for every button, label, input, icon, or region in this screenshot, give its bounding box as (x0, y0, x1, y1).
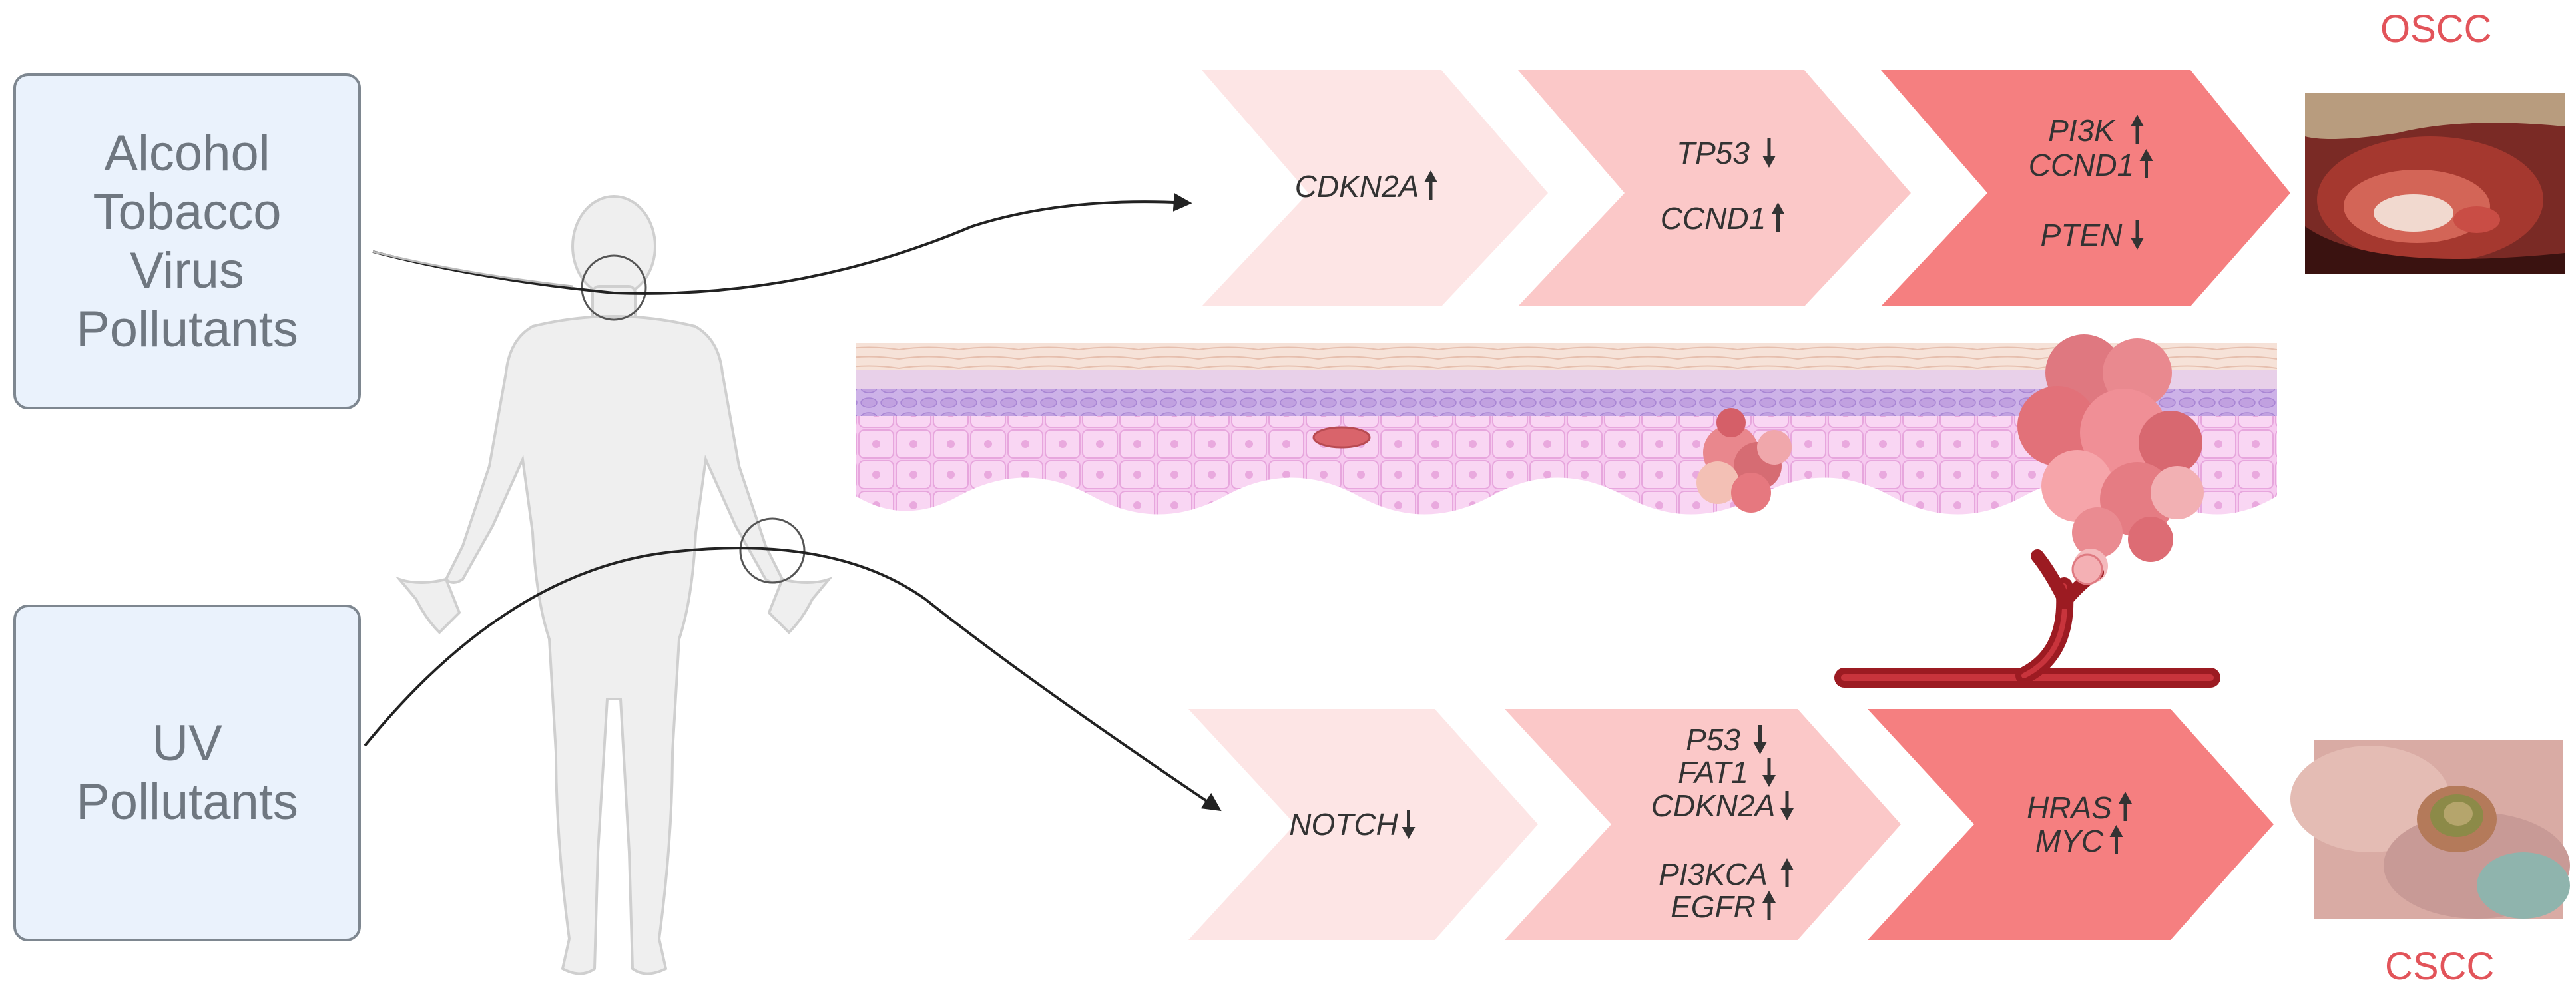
gene-label-layer: CDKN2ATP53CCND1PI3KCCND1PTENNOTCHP53FAT1… (1289, 113, 2153, 924)
cscc-label: CSCC (2385, 945, 2495, 988)
skin-stage-2-gene: FAT1 (1678, 755, 1748, 790)
risk-factor-pollutants-skin: Pollutants (76, 774, 298, 830)
down-arrow-icon (1780, 791, 1794, 820)
down-arrow-icon (2131, 220, 2144, 250)
down-arrow-icon (1762, 758, 1776, 787)
skin-stage-1-chevron (1188, 709, 1538, 940)
up-arrow-icon (2109, 825, 2123, 854)
blood-vessel (1834, 549, 2220, 688)
oral-stage-1-chevron (1202, 70, 1548, 306)
down-arrow-icon (1753, 725, 1767, 754)
skin-stage-1-gene: NOTCH (1289, 807, 1398, 842)
invasive-tumor (2017, 334, 2204, 583)
oral-connector-arrow (372, 192, 1192, 295)
skin-stage-3-gene: HRAS (2027, 790, 2112, 825)
skin-stage-2-gene: PI3KCA (1659, 857, 1768, 891)
mouth-focus-circle (581, 254, 647, 321)
wrist-focus-circle (739, 517, 806, 584)
oscc-clinical-photo (2305, 93, 2565, 274)
risk-factor-pollutants: Pollutants (76, 300, 298, 358)
oral-stage-3-gene: CCND1 (2029, 148, 2134, 182)
oral-stage-3-gene: PTEN (2041, 218, 2123, 252)
up-arrow-icon (1771, 202, 1785, 232)
skin-stage-2-gene: CDKN2A (1651, 788, 1776, 823)
oral-risk-factors-box: Alcohol Tobacco Virus Pollutants (13, 73, 361, 409)
oral-stage-1-gene: CDKN2A (1295, 169, 1419, 204)
oscc-label: OSCC (2380, 7, 2492, 51)
risk-factor-alcohol: Alcohol (104, 124, 270, 182)
down-arrow-icon (1762, 138, 1776, 168)
skin-connector-arrow (364, 547, 1222, 812)
human-body-figure (395, 195, 834, 975)
oral-stage-2-gene: CCND1 (1661, 201, 1766, 236)
skin-stage-2-gene: EGFR (1671, 889, 1756, 924)
down-arrow-icon (1402, 810, 1416, 839)
up-arrow-icon (2119, 792, 2132, 821)
risk-factor-tobacco: Tobacco (93, 183, 282, 240)
oral-stage-3-chevron (1881, 70, 2290, 306)
dysplasia-cluster (1696, 408, 1792, 513)
oral-stage-3-gene: PI3K (2048, 113, 2116, 148)
skin-stage-2-chevron (1505, 709, 1901, 940)
skin-stage-3-chevron (1868, 709, 2274, 940)
skin-risk-factors-box: UV Pollutants (13, 605, 361, 941)
up-arrow-icon (2139, 149, 2153, 178)
risk-factor-virus: Virus (130, 242, 244, 299)
early-lesion (1312, 426, 1371, 449)
up-arrow-icon (2131, 115, 2144, 144)
skin-stage-2-gene: P53 (1686, 722, 1740, 757)
oral-stage-2-chevron (1518, 70, 1911, 306)
cscc-clinical-photo (2290, 740, 2570, 919)
up-arrow-icon (1762, 891, 1776, 920)
risk-factor-uv: UV (152, 715, 222, 772)
up-arrow-icon (1780, 858, 1794, 887)
up-arrow-icon (1424, 170, 1437, 200)
oral-stage-2-gene: TP53 (1676, 136, 1750, 170)
skin-stage-3-gene: MYC (2035, 824, 2104, 858)
